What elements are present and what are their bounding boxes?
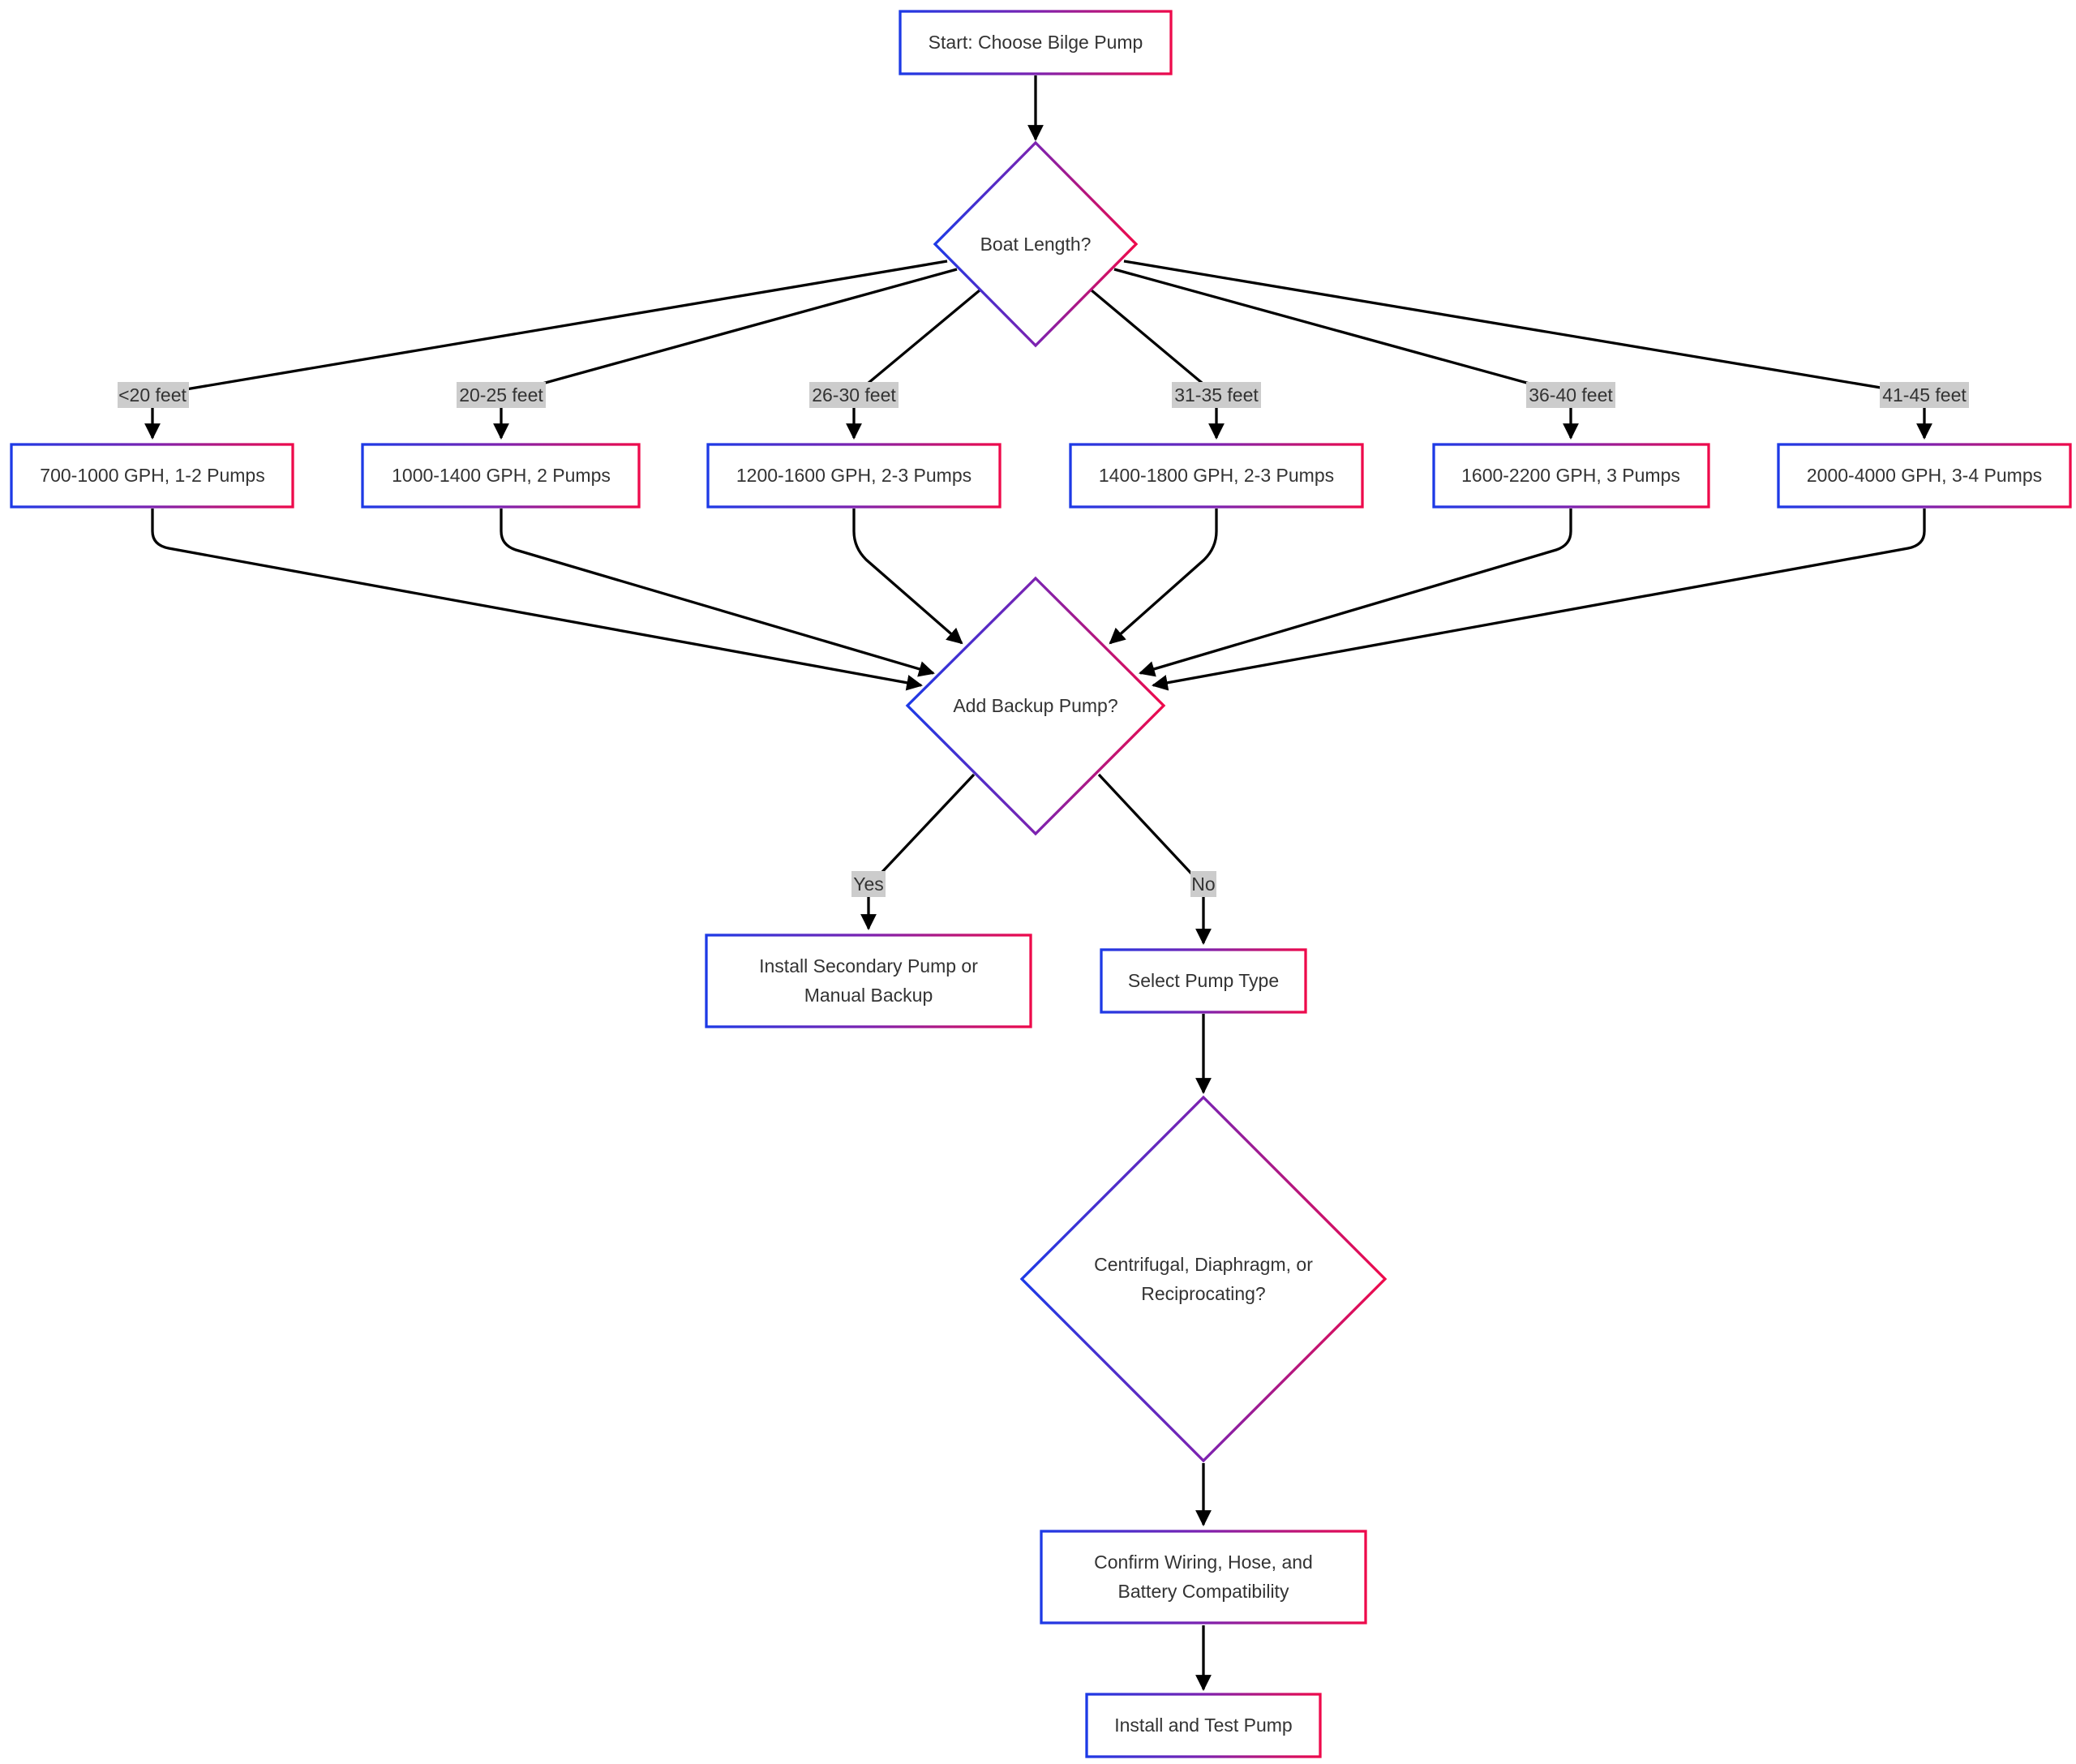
edge-41-45-to-backup (1152, 509, 1926, 691)
svg-text:41-45 feet: 41-45 feet (1882, 384, 1967, 406)
svg-text:1000-1400 GPH, 2 Pumps: 1000-1400 GPH, 2 Pumps (392, 465, 611, 486)
svg-text:Boat Length?: Boat Length? (980, 234, 1092, 255)
svg-text:700-1000 GPH, 1-2 Pumps: 700-1000 GPH, 1-2 Pumps (40, 465, 264, 486)
nodes: Start: Choose Bilge Pump Boat Length? 70… (10, 10, 2072, 1758)
svg-text:<20 feet: <20 feet (118, 384, 187, 406)
gph-node-lt20: 700-1000 GPH, 1-2 Pumps (10, 443, 294, 509)
edge-length-to-lt20 (144, 260, 948, 440)
svg-text:Manual Backup: Manual Backup (804, 985, 933, 1006)
svg-text:2000-4000 GPH, 3-4 Pumps: 2000-4000 GPH, 3-4 Pumps (1807, 465, 2042, 486)
edge-label-41-45: 41-45 feet (1880, 382, 1969, 408)
edge-label-31-35: 31-35 feet (1172, 382, 1261, 408)
edge-label-20-25: 20-25 feet (457, 382, 546, 408)
svg-text:Yes: Yes (853, 873, 884, 895)
svg-text:31-35 feet: 31-35 feet (1174, 384, 1259, 406)
edge-length-to-20-25 (493, 268, 958, 440)
edge-label-yes: Yes (851, 871, 886, 897)
install-node: Install and Test Pump (1085, 1693, 1322, 1758)
svg-text:1400-1800 GPH, 2-3 Pumps: 1400-1800 GPH, 2-3 Pumps (1099, 465, 1334, 486)
gph-node-41-45: 2000-4000 GPH, 3-4 Pumps (1777, 443, 2072, 509)
svg-text:Battery Compatibility: Battery Compatibility (1118, 1581, 1289, 1602)
svg-text:Select Pump Type: Select Pump Type (1128, 970, 1279, 991)
svg-text:26-30 feet: 26-30 feet (812, 384, 896, 406)
confirm-node: Confirm Wiring, Hose, and Battery Compat… (1040, 1530, 1367, 1625)
svg-text:1200-1600 GPH, 2-3 Pumps: 1200-1600 GPH, 2-3 Pumps (736, 465, 972, 486)
svg-text:Confirm Wiring, Hose, and: Confirm Wiring, Hose, and (1094, 1552, 1313, 1573)
edge-lt20-to-backup (151, 509, 923, 691)
gph-node-36-40: 1600-2200 GPH, 3 Pumps (1432, 443, 1710, 509)
svg-text:Install and Test Pump: Install and Test Pump (1114, 1715, 1292, 1736)
edge-length-to-41-45 (1123, 260, 1932, 440)
edge-label-no: No (1190, 871, 1216, 897)
boat-length-decision: Boat Length? (933, 140, 1139, 348)
backup-decision: Add Backup Pump? (905, 576, 1166, 836)
svg-text:Reciprocating?: Reciprocating? (1141, 1283, 1265, 1304)
edge-20-25-to-backup (500, 509, 935, 677)
start-node: Start: Choose Bilge Pump (899, 10, 1173, 75)
edge-label-36-40: 36-40 feet (1526, 382, 1615, 408)
edge-backup-no (1097, 773, 1212, 945)
svg-text:No: No (1191, 873, 1215, 895)
gph-node-20-25: 1000-1400 GPH, 2 Pumps (361, 443, 641, 509)
svg-text:Add Backup Pump?: Add Backup Pump? (953, 695, 1117, 716)
edge-length-to-31-35 (1090, 289, 1225, 440)
edge-label-26-30: 26-30 feet (809, 382, 899, 408)
edge-length-to-26-30 (846, 289, 981, 440)
svg-text:20-25 feet: 20-25 feet (459, 384, 543, 406)
edge-label-lt20: <20 feet (118, 382, 189, 408)
select-pump-type-node: Select Pump Type (1100, 948, 1307, 1014)
edge-31-35-to-backup (1109, 509, 1218, 645)
secondary-pump-node: Install Secondary Pump or Manual Backup (705, 934, 1032, 1028)
gph-node-26-30: 1200-1600 GPH, 2-3 Pumps (706, 443, 1002, 509)
edge-labels: <20 feet 20-25 feet 26-30 feet 31-35 fee… (118, 382, 1969, 897)
edge-length-to-36-40 (1113, 268, 1579, 440)
edge-backup-yes (860, 773, 976, 930)
edge-26-30-to-backup (852, 509, 963, 645)
svg-text:Install Secondary Pump or: Install Secondary Pump or (759, 955, 978, 976)
pump-type-decision: Centrifugal, Diaphragm, or Reciprocating… (1019, 1095, 1388, 1463)
svg-text:Start: Choose Bilge Pump: Start: Choose Bilge Pump (929, 32, 1143, 53)
svg-text:1600-2200 GPH, 3 Pumps: 1600-2200 GPH, 3 Pumps (1461, 465, 1680, 486)
svg-text:36-40 feet: 36-40 feet (1529, 384, 1613, 406)
gph-node-31-35: 1400-1800 GPH, 2-3 Pumps (1069, 443, 1364, 509)
svg-text:Centrifugal, Diaphragm, or: Centrifugal, Diaphragm, or (1094, 1254, 1313, 1275)
edge-36-40-to-backup (1139, 509, 1572, 677)
